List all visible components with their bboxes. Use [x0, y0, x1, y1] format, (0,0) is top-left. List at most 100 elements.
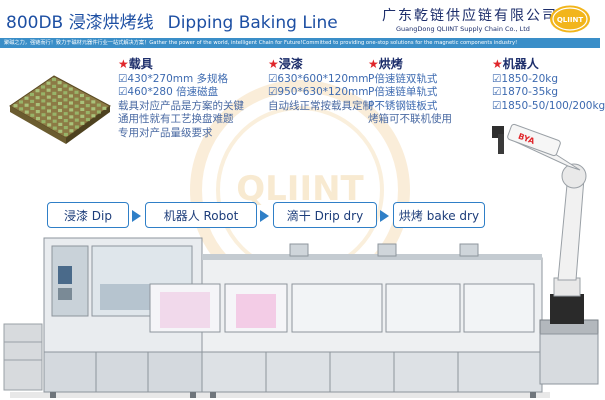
- tray-cell: [63, 126, 68, 130]
- tray-cell: [30, 92, 34, 97]
- production-line-machine: [3, 237, 599, 398]
- flow-arrow-icon: [260, 210, 269, 222]
- tray-cell: [85, 104, 90, 108]
- tray-cell: [74, 111, 79, 115]
- tray-cell: [19, 107, 24, 111]
- tray-cell: [52, 112, 57, 116]
- dip-desc: 自动线正常按载具定制: [268, 99, 373, 112]
- tray-cell: [80, 107, 85, 111]
- tray-cell: [52, 98, 57, 102]
- tray-cell: [19, 100, 23, 104]
- flow-step-robot: 机器人 Robot: [145, 202, 257, 228]
- logo-text: QLIINT: [557, 16, 583, 24]
- tray-cell: [24, 110, 29, 114]
- dip-item: ☑950*630*120mm: [268, 86, 369, 98]
- section-bake: ★烘烤 P倍速链双轨式 P倍速链单轨式 P不锈钢链板式 烤箱可不联机使用: [368, 57, 452, 127]
- tray-cell: [63, 98, 68, 102]
- tray-cell: [91, 100, 96, 104]
- tray-cell: [52, 77, 56, 82]
- tray-cell: [91, 107, 96, 111]
- tray-desc: 通用性就有工艺换盘难题: [118, 113, 234, 125]
- tray-cell: [41, 92, 46, 96]
- tray-cell: [30, 106, 35, 110]
- section-tray: ★载具 ☑430*270mm 多规格 ☑460*280 倍速磁盘 载具对应产品是…: [118, 57, 244, 140]
- section-dip-title: ★浸漆: [268, 57, 303, 71]
- tray-cell: [74, 104, 79, 108]
- tray-cell: [47, 123, 52, 127]
- bake-item: P倍速链单轨式: [368, 86, 438, 98]
- bake-desc: 烤箱可不联机使用: [368, 113, 452, 125]
- section-dip: ★浸漆 ☑630*600*120mm ☑950*630*120mm 自动线正常按…: [268, 57, 373, 113]
- tray-cell: [46, 81, 51, 85]
- tray-cell: [47, 116, 51, 120]
- tray-cell: [41, 120, 46, 124]
- tray-illustration: [9, 75, 111, 144]
- tray-cell: [96, 103, 101, 107]
- tray-cell: [80, 93, 84, 98]
- company-name-en: GuangDong QLIINT Supply Chain Co., Ltd: [396, 25, 530, 33]
- bake-item: P不锈钢链板式: [368, 99, 438, 112]
- tray-cell: [57, 81, 62, 85]
- tray-cell: [74, 90, 79, 94]
- tray-cell: [30, 113, 35, 117]
- tray-cell: [35, 89, 40, 93]
- tray-cell: [58, 115, 63, 119]
- flow-step-drip-dry: 滴干 Drip dry: [273, 202, 377, 228]
- tray-cell: [85, 117, 90, 122]
- bake-item: P倍速链双轨式: [368, 72, 438, 85]
- flow-step-dip: 浸漆 Dip: [47, 202, 129, 228]
- industrial-robot-arm: BYA: [492, 123, 587, 324]
- tray-cell: [80, 121, 85, 125]
- company-name-cn: 广东乾链供应链有限公司: [382, 8, 558, 24]
- tray-cell: [96, 110, 101, 114]
- tray-item: ☑460*280 倍速磁盘: [118, 86, 219, 98]
- tray-cell: [63, 91, 68, 95]
- title-en: Dipping Baking Line: [167, 13, 338, 33]
- tray-cell: [41, 85, 45, 89]
- tray-cell: [68, 87, 73, 91]
- flow-step-bake-dry: 烘烤 bake dry: [393, 202, 485, 228]
- tray-cell: [46, 95, 51, 99]
- tray-desc: 载具对应产品是方案的关键: [118, 99, 244, 112]
- tray-item: ☑430*270mm 多规格: [118, 72, 229, 85]
- robot-item: ☑1870-35kg: [492, 86, 559, 98]
- tray-cell: [41, 113, 46, 117]
- tray-cell: [13, 104, 18, 108]
- section-bake-title: ★烘烤: [368, 57, 403, 71]
- tray-cell: [24, 103, 29, 107]
- tray-cell: [47, 109, 51, 113]
- flow-arrow-icon: [380, 210, 389, 222]
- tray-cell: [102, 106, 107, 110]
- tray-cell: [63, 84, 68, 88]
- tray-cell: [85, 97, 90, 101]
- dip-item: ☑630*600*120mm: [268, 72, 369, 85]
- tray-cell: [58, 129, 63, 133]
- tray-cell: [41, 106, 46, 110]
- robot-item: ☑1850-50/100/200kg: [492, 99, 605, 112]
- tray-cell: [74, 125, 79, 129]
- tray-cell: [58, 101, 62, 106]
- tray-cell: [63, 105, 68, 109]
- tray-cell: [63, 132, 68, 137]
- tray-cell: [85, 111, 90, 115]
- tray-cell: [63, 112, 68, 116]
- tray-cell: [91, 114, 96, 118]
- section-robot: ★机器人 ☑1850-20kg ☑1870-35kg ☑1850-50/100/…: [492, 57, 605, 113]
- tray-cell: [24, 96, 29, 100]
- section-tray-title: ★载具: [118, 57, 153, 71]
- flow-arrow-icon: [132, 210, 141, 222]
- tray-cell: [30, 99, 35, 103]
- tray-desc: 专用对产品量级要求: [118, 126, 213, 139]
- tray-cell: [52, 105, 57, 109]
- tray-cell: [36, 116, 40, 121]
- tray-cell: [52, 84, 57, 88]
- tray-cell: [58, 108, 62, 113]
- tray-cell: [41, 99, 46, 103]
- tray-cell: [58, 122, 63, 126]
- tray-cell: [52, 91, 57, 95]
- process-flow: 浸漆 Dip 机器人 Robot 滴干 Drip dry 烘烤 bake dry: [47, 202, 485, 232]
- tray-cell: [57, 88, 62, 92]
- tray-cell: [52, 119, 57, 123]
